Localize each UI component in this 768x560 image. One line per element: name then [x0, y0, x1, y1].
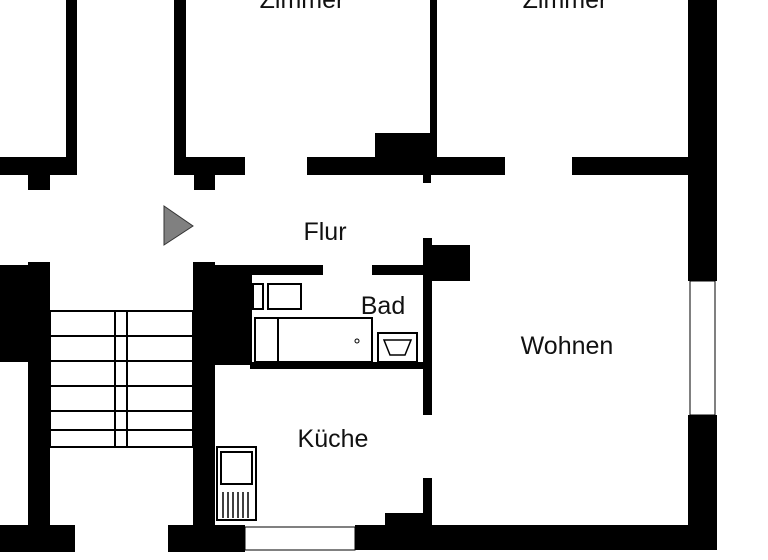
bathtub: [254, 317, 373, 363]
wall: [28, 262, 50, 525]
wall: [375, 133, 431, 160]
wall: [430, 0, 437, 160]
wall: [423, 175, 431, 183]
wall: [688, 0, 717, 281]
wall: [423, 238, 432, 415]
wall: [250, 362, 430, 369]
room-label-wohnen: Wohnen: [521, 332, 614, 360]
wall: [572, 157, 692, 175]
wall: [194, 175, 215, 190]
room-label-zimmer-1: Zimmer: [260, 0, 345, 14]
wall: [168, 525, 245, 552]
wall: [423, 478, 432, 528]
room-label-zimmer-2: Zimmer: [523, 0, 608, 14]
window: [689, 280, 716, 416]
wall: [307, 157, 505, 175]
wall: [215, 272, 252, 365]
toilet: [267, 283, 302, 310]
staircase: [49, 310, 194, 448]
triangle-right-icon: [163, 205, 194, 246]
wall: [174, 0, 186, 175]
bathroom-fixtures: [252, 283, 418, 363]
stove: [216, 446, 257, 521]
wall: [385, 513, 430, 527]
wall: [215, 265, 323, 275]
room-label-flur: Flur: [303, 218, 346, 246]
wall: [28, 175, 50, 190]
wall: [0, 525, 75, 552]
window: [244, 526, 356, 551]
room-label-bad: Bad: [361, 292, 405, 320]
wall: [355, 525, 717, 550]
wall: [372, 265, 424, 275]
wall: [174, 157, 245, 175]
wall: [193, 262, 215, 525]
walls: [0, 0, 717, 552]
wall: [66, 0, 77, 175]
cabinet: [252, 283, 264, 310]
room-label-kueche: Küche: [298, 425, 369, 453]
wall: [0, 157, 77, 175]
